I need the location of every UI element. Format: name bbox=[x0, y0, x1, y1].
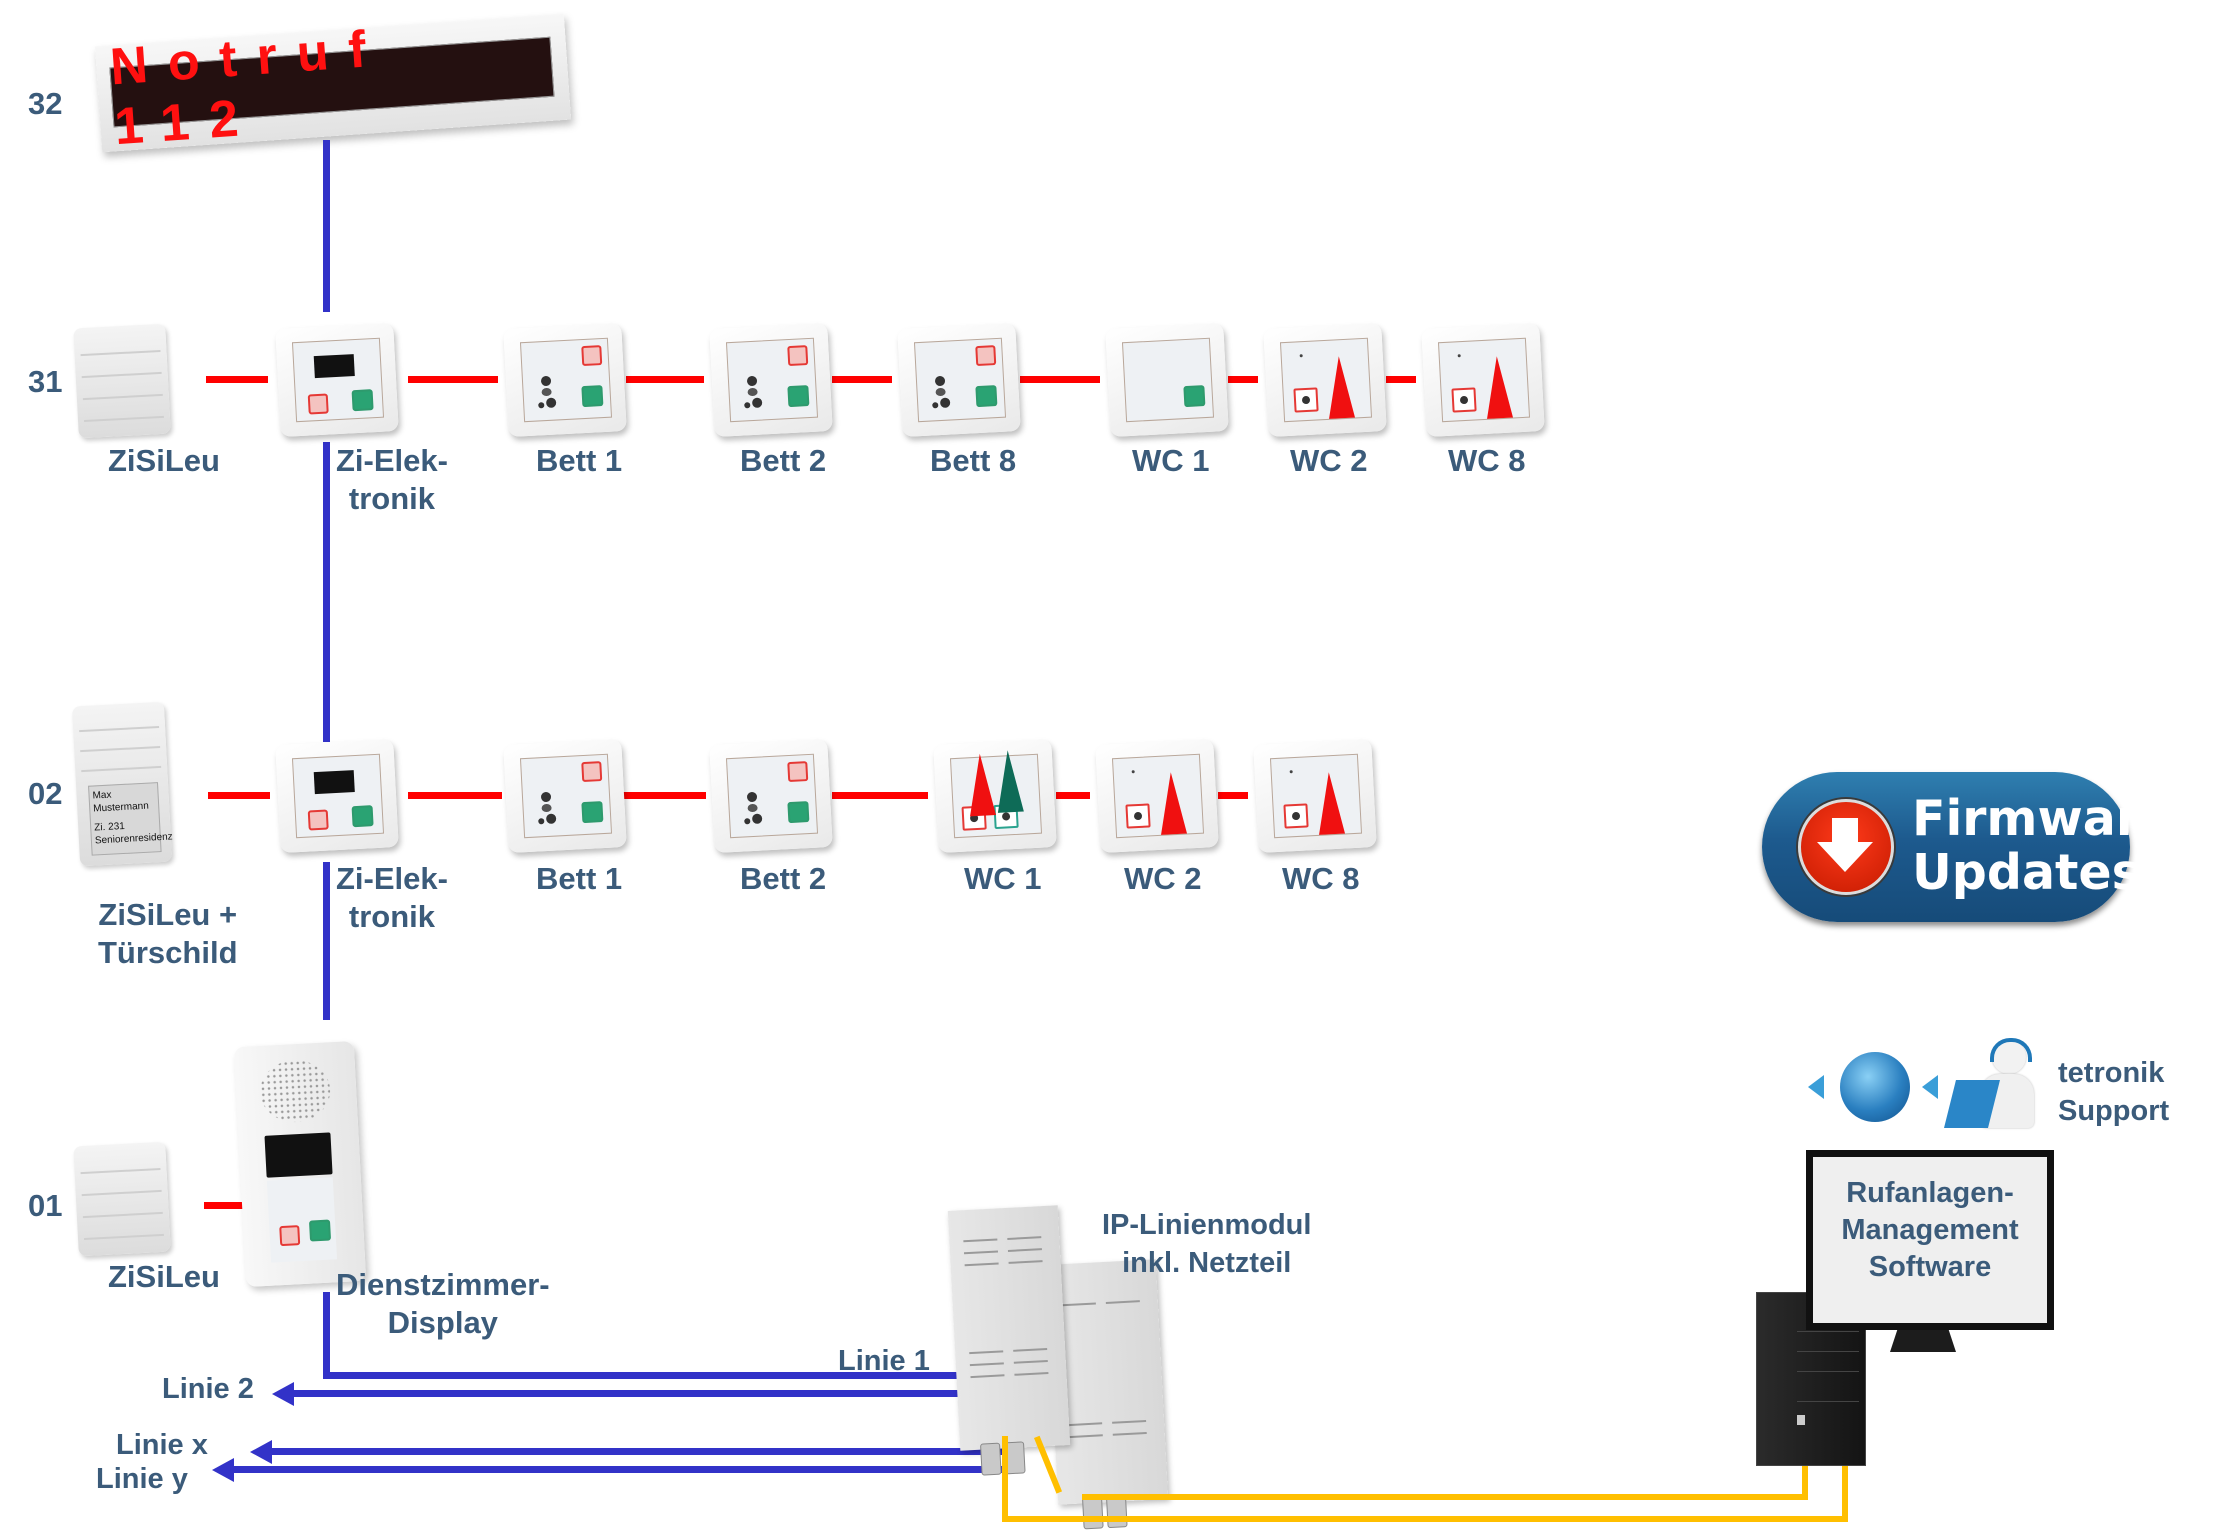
device-label: Bett 2 bbox=[740, 443, 827, 478]
network-line-a-vertical bbox=[1002, 1436, 1008, 1522]
device-label: WC 8 bbox=[1448, 443, 1526, 478]
room-line-31-b bbox=[408, 376, 498, 383]
room-electronics-device bbox=[275, 322, 399, 438]
device-label: ZiSiLeu bbox=[108, 443, 220, 478]
room-line-01 bbox=[204, 1202, 266, 1209]
room-line-31-c bbox=[626, 376, 704, 383]
wc-pull-device bbox=[1263, 322, 1387, 438]
linie-x-label: Linie x bbox=[116, 1429, 208, 1461]
bed-device bbox=[503, 738, 627, 854]
device-label: WC 2 bbox=[1124, 861, 1202, 896]
zisileu-doorplate-device: Max Mustermann Zi. 231 Seniorenresidenz bbox=[71, 701, 173, 867]
software-label: Rufanlagen- Management Software bbox=[1841, 1177, 2019, 1283]
wc-pull-device bbox=[1095, 738, 1219, 854]
room-line-31-f bbox=[1228, 376, 1258, 383]
device-label: WC 2 bbox=[1290, 443, 1368, 478]
device-label: ZiSiLeu bbox=[108, 1259, 220, 1294]
firmware-button-line1: Firmware bbox=[1912, 790, 2174, 847]
globe-icon bbox=[1840, 1052, 1910, 1122]
firmware-button-line2: Updates bbox=[1912, 844, 2141, 901]
network-line-b-up bbox=[1802, 1466, 1808, 1500]
device-label: Dienstzimmer- Display bbox=[336, 1267, 550, 1340]
room-line-02-b bbox=[408, 792, 502, 799]
bus-line-vertical-bottom bbox=[323, 1292, 330, 1378]
device-label: Bett 1 bbox=[536, 443, 623, 478]
doorplate: Max Mustermann Zi. 231 Seniorenresidenz bbox=[88, 782, 173, 856]
room-line-02-d bbox=[832, 792, 928, 799]
speaker-grill bbox=[258, 1058, 332, 1124]
ip-line-module-front bbox=[947, 1205, 1071, 1476]
bed-device bbox=[709, 738, 833, 854]
duty-room-display-device bbox=[233, 1041, 367, 1287]
room-electronics-device bbox=[275, 738, 399, 854]
room-line-31-d bbox=[832, 376, 892, 383]
linie-y-arrow-icon bbox=[212, 1458, 234, 1482]
wc-device bbox=[1105, 322, 1229, 438]
device-label: WC 8 bbox=[1282, 861, 1360, 896]
linie-1-line bbox=[323, 1372, 975, 1379]
room-line-31-e bbox=[1020, 376, 1100, 383]
linie-1-label: Linie 1 bbox=[838, 1345, 930, 1377]
ip-module-label: IP-Linienmodul inkl. Netzteil bbox=[1102, 1209, 1312, 1279]
bed-device bbox=[897, 322, 1021, 438]
network-line-a-horizontal bbox=[1002, 1516, 1848, 1522]
linie-y-line bbox=[232, 1466, 1010, 1473]
row-number-01: 01 bbox=[28, 1188, 63, 1223]
bus-line-vertical-top bbox=[323, 140, 330, 312]
linie-2-arrow-icon bbox=[272, 1382, 294, 1406]
room-line-02-c bbox=[610, 792, 706, 799]
zisileu-device bbox=[73, 323, 171, 439]
device-label: ZiSiLeu + Türschild bbox=[98, 897, 238, 970]
room-line-02-a bbox=[208, 792, 270, 799]
room-line-31-g bbox=[1386, 376, 1416, 383]
device-label: Zi-Elek- tronik bbox=[336, 443, 448, 516]
firmware-updates-button[interactable]: Firmware Updates bbox=[1762, 772, 2173, 922]
led-display-sign: Notruf 112 bbox=[94, 13, 572, 156]
room-line-02-e bbox=[1056, 792, 1090, 799]
download-icon bbox=[1798, 799, 1894, 895]
zisileu-device bbox=[73, 1141, 171, 1257]
bed-device bbox=[503, 322, 627, 438]
wc-pull-device bbox=[1421, 322, 1545, 438]
room-line-02-f bbox=[1218, 792, 1248, 799]
linie-2-label: Linie 2 bbox=[162, 1373, 254, 1405]
row-number-32: 32 bbox=[28, 86, 63, 121]
doorplate-text: Mustermann bbox=[92, 800, 150, 815]
row-number-31: 31 bbox=[28, 364, 63, 399]
arrow-left-icon bbox=[1808, 1075, 1824, 1099]
device-label: WC 1 bbox=[1132, 443, 1210, 478]
device-label: Zi-Elek- tronik bbox=[336, 861, 448, 934]
network-line-a-up bbox=[1842, 1466, 1848, 1522]
wc-pull-device bbox=[1253, 738, 1377, 854]
linie-x-arrow-icon bbox=[250, 1440, 272, 1464]
led-display-panel: Notruf 112 bbox=[108, 19, 555, 156]
linie-2-line bbox=[292, 1390, 975, 1397]
room-line-31-a bbox=[206, 376, 268, 383]
device-label: Bett 2 bbox=[740, 861, 827, 896]
support-label: tetronik Support bbox=[2058, 1057, 2170, 1127]
device-label: Bett 1 bbox=[536, 861, 623, 896]
arrow-left-icon bbox=[1922, 1075, 1938, 1099]
device-label: Bett 8 bbox=[930, 443, 1017, 478]
management-software-monitor: Rufanlagen- Management Software bbox=[1806, 1150, 2054, 1330]
doorplate-text: Seniorenresidenz bbox=[94, 831, 173, 847]
bus-line-vertical-mid bbox=[323, 442, 330, 742]
wc-double-pull-device bbox=[933, 738, 1057, 854]
row-number-02: 02 bbox=[28, 776, 63, 811]
network-line-b-horizontal bbox=[1082, 1494, 1808, 1500]
linie-y-label: Linie y bbox=[96, 1463, 188, 1495]
display-screen bbox=[264, 1132, 333, 1178]
led-display-text: Notruf 112 bbox=[108, 19, 388, 157]
support-agent-icon bbox=[1944, 1038, 2044, 1130]
linie-x-line bbox=[270, 1448, 1010, 1455]
device-label: WC 1 bbox=[964, 861, 1042, 896]
bed-device bbox=[709, 322, 833, 438]
bus-line-vertical-low bbox=[323, 862, 330, 1020]
